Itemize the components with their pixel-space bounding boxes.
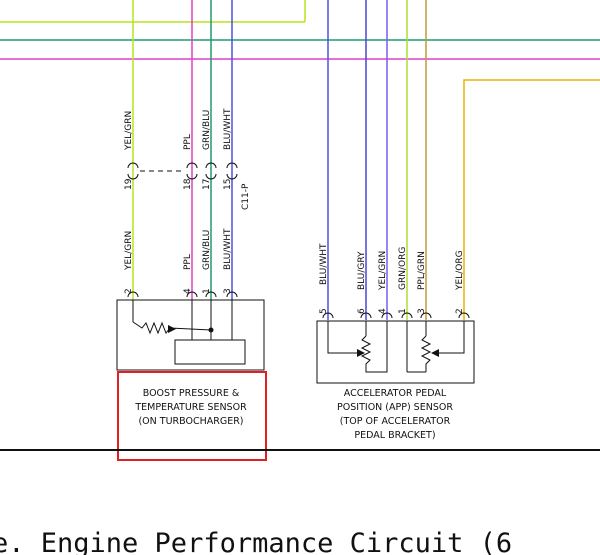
boost-sensor-caption: BOOST PRESSURE & TEMPERATURE SENSOR (ON … [134,388,247,427]
boost-lower-wire-labels: YEL/GRN PPL GRN/BLU BLU/WHT 2 4 1 3 [124,228,233,294]
app-pin-1: 5 [319,308,329,314]
lower-wire-label-2: PPL [183,254,193,270]
upper-wire-label-2: PPL [183,134,193,150]
lower-pin-4: 3 [223,288,233,294]
footer-title: e. Engine Performance Circuit (6 [0,528,512,555]
app-caption-line-1: ACCELERATOR PEDAL [344,388,447,399]
highlight-box [117,371,267,461]
upper-pin-3: 17 [202,179,212,190]
boost-sensor-body [116,299,265,371]
app-wire-label-4: GRN/ORG [398,247,408,290]
lower-wire-label-3: GRN/BLU [202,230,212,270]
app-pin-2: 6 [357,308,367,314]
app-wire-label-3: YEL/GRN [378,251,388,291]
connector-c11p [127,162,238,180]
app-wire-label-1: BLU/WHT [319,243,329,285]
connector-id-label: C11-P [241,183,251,210]
lower-wire-label-4: BLU/WHT [223,228,233,270]
upper-pin-2: 18 [183,178,193,190]
boost-upper-wire-labels: YEL/GRN PPL GRN/BLU BLU/WHT 19 18 17 15 … [124,108,251,210]
pressure-element-box [174,339,246,365]
app-sensor-caption: ACCELERATOR PEDAL POSITION (APP) SENSOR … [337,388,453,441]
upper-wire-label-4: BLU/WHT [223,108,233,150]
potentiometer-1 [360,321,388,373]
boost-caption-line-3: (ON TURBOCHARGER) [138,416,243,427]
app-sensor-body [316,320,475,384]
upper-pin-4: 15 [223,179,233,190]
app-pin-3: 4 [378,308,388,314]
upper-wire-label-1: YEL/GRN [124,111,134,151]
app-caption-line-4: PEDAL BRACKET) [354,430,435,441]
app-caption-line-2: POSITION (APP) SENSOR [337,402,453,413]
app-pin-5: 3 [417,308,427,314]
app-caption-line-3: (TOP OF ACCELERATOR [340,416,451,427]
boost-caption-line-1: BOOST PRESSURE & [143,388,240,399]
app-wire-label-6: YEL/ORG [455,250,465,291]
app-pin-4: 1 [398,308,408,314]
app-sensor-pins [322,312,470,319]
boost-caption-line-2: TEMPERATURE SENSOR [134,402,247,413]
upper-wire-label-3: GRN/BLU [202,110,212,150]
wire-run-yel-org [463,79,600,320]
potentiometer-2 [420,335,432,372]
upper-pin-1: 19 [124,178,134,190]
boost-sensor-pins [127,291,238,298]
app-wire-label-5: PPL/GRN [417,251,427,290]
boost-sensor-wire-runs [132,0,233,300]
lower-pin-3: 1 [202,288,212,294]
lower-pin-1: 2 [124,288,134,294]
lower-pin-2: 4 [183,288,193,294]
app-pin-6: 2 [455,308,465,314]
app-wire-label-2: BLU/GRY [357,251,367,290]
app-wire-labels: BLU/WHT BLU/GRY YEL/GRN GRN/ORG PPL/GRN … [319,243,465,314]
lower-wire-label-1: YEL/GRN [124,231,134,271]
app-sensor-wire-runs [327,0,600,320]
